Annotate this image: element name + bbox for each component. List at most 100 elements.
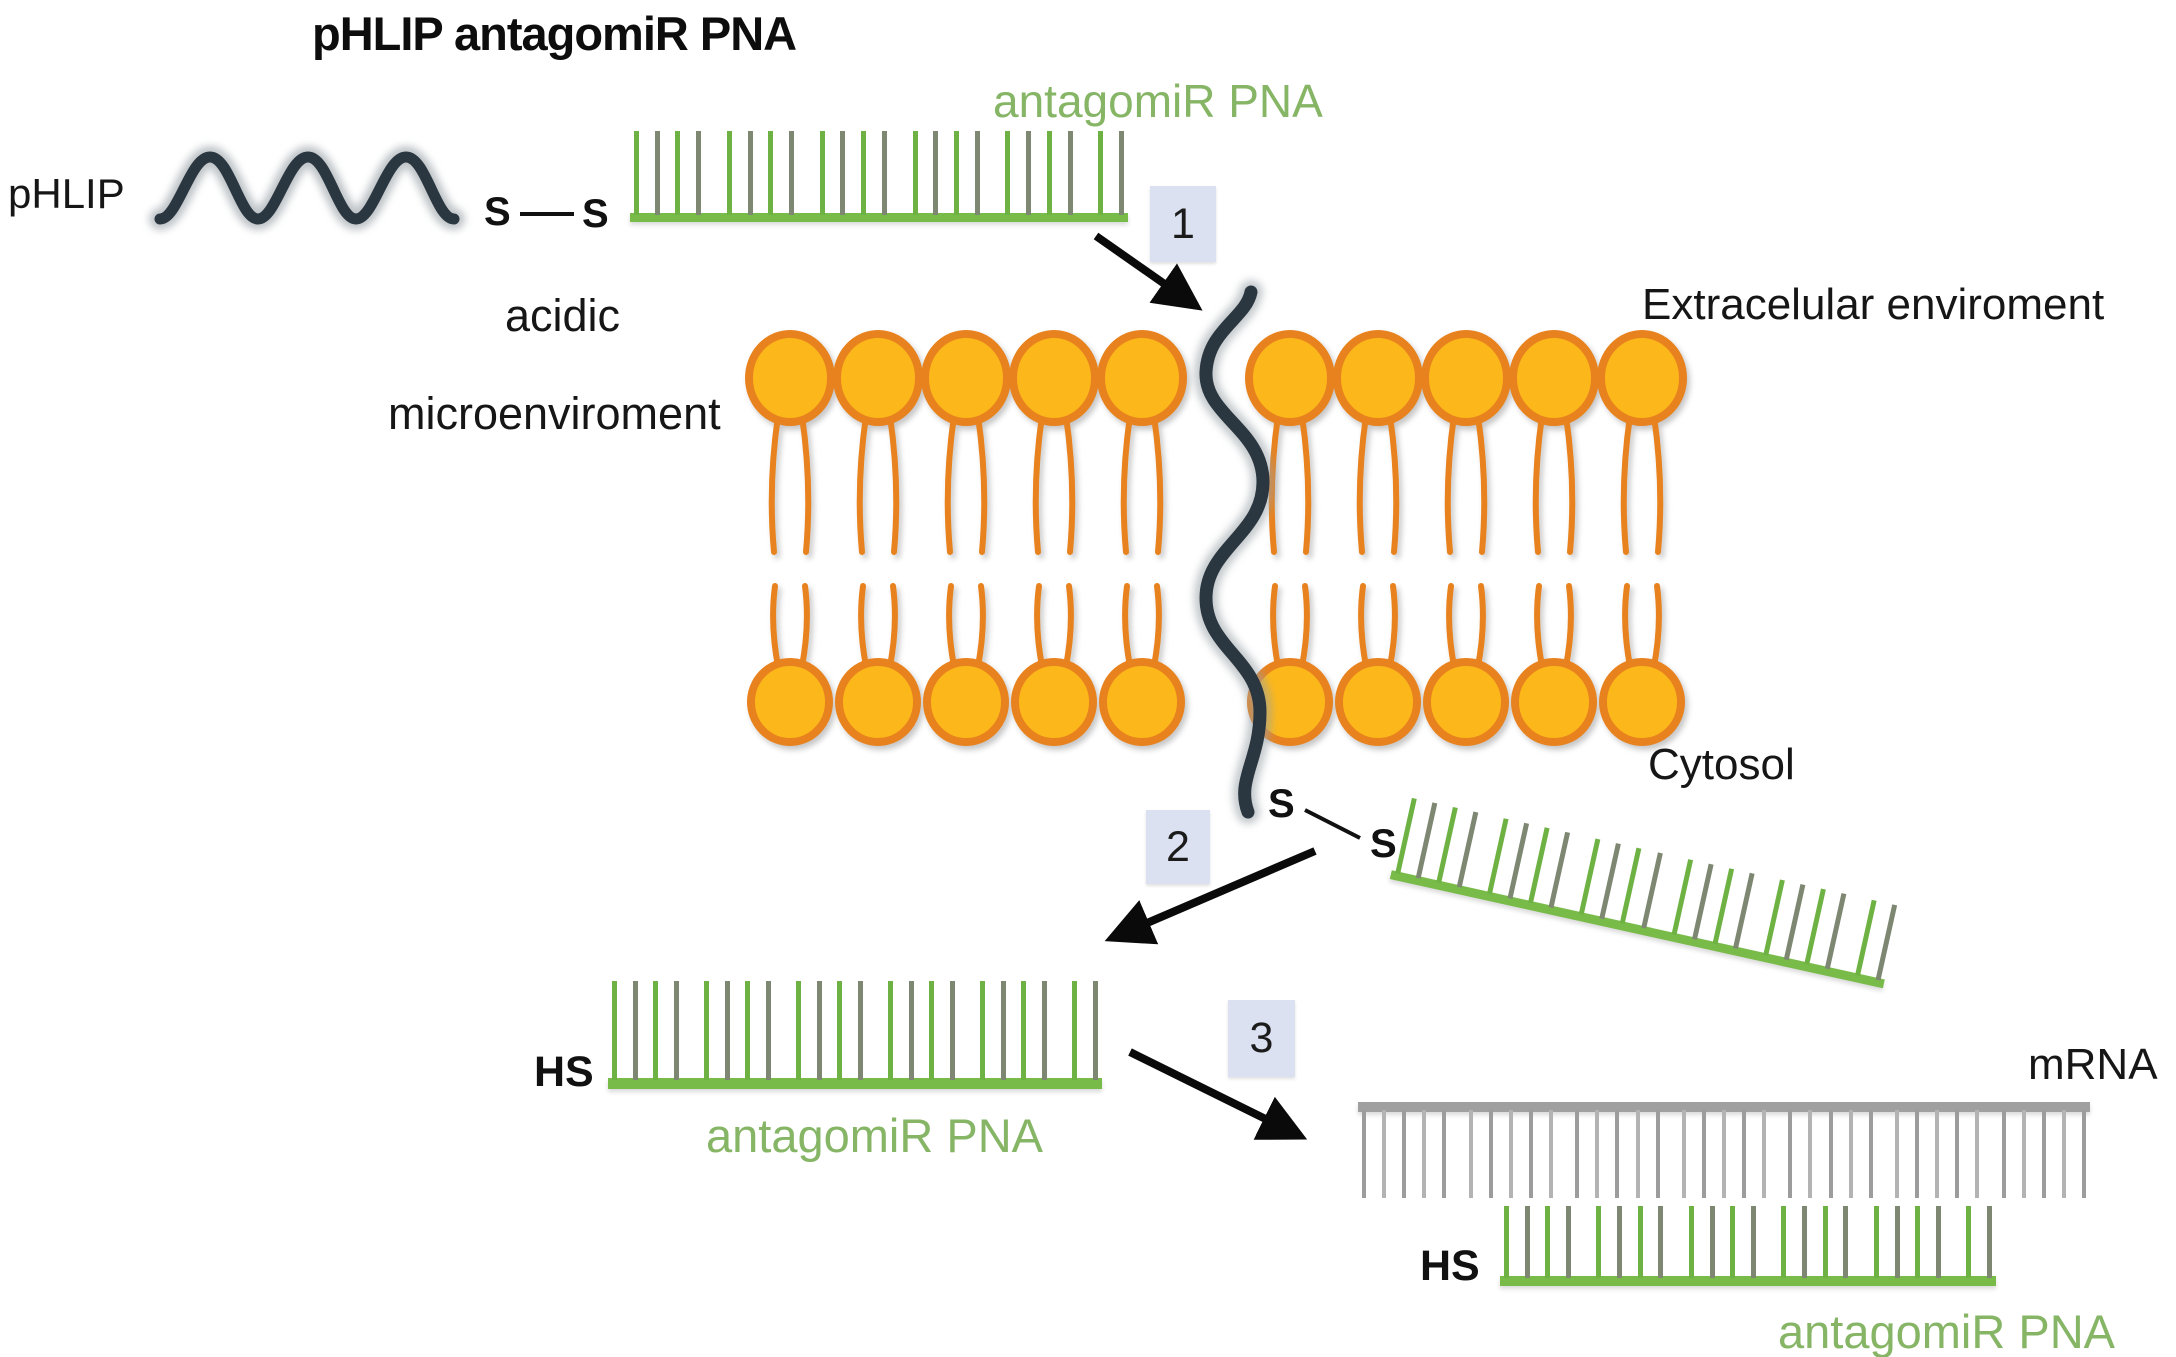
- antagomir-pna-strand-top-base-tooth: [912, 131, 918, 215]
- lipid-head: [835, 658, 921, 746]
- antagomir-pna-strand-top-base-tooth: [789, 131, 794, 215]
- lipid-tail: [1563, 413, 1576, 555]
- mrna-strand-base-tooth: [1528, 1110, 1533, 1198]
- antagomir-pna-strand-top-base-tooth: [726, 131, 732, 215]
- antagomir-pna-strand-cytosol-base-tooth: [1783, 883, 1806, 961]
- mrna-strand-base-tooth: [1468, 1110, 1473, 1198]
- mrna-strand-base-tooth: [2082, 1110, 2086, 1198]
- antagomir-pna-strand-mid-base-tooth: [745, 981, 751, 1080]
- mrna-strand-base-tooth: [2061, 1110, 2066, 1198]
- antagomir-pna-strand-bottom-base-tooth: [1915, 1206, 1921, 1278]
- disulfide-bond-line: [1304, 808, 1361, 840]
- lipid-head: [1421, 330, 1511, 426]
- lipid-tail: [1620, 413, 1633, 555]
- antagomir-pna-strand-mid-base-tooth: [673, 981, 679, 1080]
- step-2-badge: 2: [1146, 810, 1210, 884]
- lipid-head: [1009, 330, 1099, 426]
- antagomir-pna-strand-mid-base-tooth: [704, 981, 710, 1080]
- lipid-tail: [887, 413, 900, 555]
- lipid-tail: [1532, 413, 1545, 555]
- antagomir-pna-strand-mid-base-tooth: [1072, 981, 1078, 1080]
- antagomir-pna-strand-bottom-base-tooth: [1709, 1206, 1715, 1278]
- lipid-tail: [1446, 583, 1457, 669]
- mrna-strand-base-tooth: [1575, 1110, 1580, 1198]
- antagomir-pna-strand-mid-base-tooth: [724, 981, 730, 1080]
- antagomir-pna-strand-top-base-tooth: [1046, 131, 1052, 215]
- antagomir-pna-strand-top-base-tooth: [1098, 131, 1104, 215]
- step-1-badge: 1: [1150, 186, 1216, 262]
- antagomir-pna-strand-top-base-tooth: [634, 131, 639, 215]
- lipid-head: [745, 330, 835, 426]
- antagomir-pna-strand-mid-base-tooth: [796, 981, 802, 1080]
- mrna-strand-base-tooth: [1722, 1110, 1726, 1198]
- antagomir-pna-strand-mid-base-tooth: [765, 981, 771, 1080]
- antagomir-pna-strand-bottom-base-tooth: [1843, 1206, 1849, 1278]
- lipid-tail: [1034, 583, 1045, 669]
- antagomir-pna-strand-cytosol-base-tooth: [1712, 868, 1734, 945]
- antagomir-pna-strand-mid-base-tooth: [908, 981, 914, 1080]
- lipid-tail: [1063, 413, 1076, 555]
- antagomir-pna-strand-cytosol-base-tooth: [1671, 859, 1693, 936]
- step-3-number: 3: [1249, 1014, 1274, 1062]
- lipid-bilayer: [745, 330, 1687, 746]
- mrna-strand-base-tooth: [1848, 1110, 1853, 1198]
- lipid-tail: [1358, 583, 1369, 669]
- antagomir-pna-strand-top-base-tooth: [861, 131, 867, 215]
- lipid-tail: [975, 413, 988, 555]
- mrna-strand-base-tooth: [1402, 1110, 1407, 1198]
- mrna-strand-base-tooth: [2021, 1110, 2026, 1198]
- antagomir-pna-strand-bottom-base-tooth: [1935, 1206, 1941, 1278]
- lipid-tail: [887, 583, 898, 669]
- disulfide-s-right: S: [582, 192, 609, 236]
- antagomir-pna-strand-mid-base-tooth: [857, 981, 863, 1080]
- phlip-label: pHLIP: [8, 170, 125, 217]
- lipid-tail: [944, 413, 957, 555]
- antagomir-pna-strand-bottom: [1500, 1206, 1996, 1286]
- antagomir-pna-strand-top: [630, 131, 1128, 222]
- lipid-tail: [1651, 413, 1664, 555]
- lipid-head: [1597, 330, 1687, 426]
- mrna-strand-base-tooth: [1762, 1110, 1767, 1198]
- arrow-step-3: [1128, 1048, 1308, 1140]
- lipid-head: [747, 658, 833, 746]
- antagomir-pna-strand-top-base-tooth: [881, 131, 887, 215]
- antagomir-pna-strand-mid-base-tooth: [888, 981, 894, 1080]
- lipid-tail: [1651, 583, 1662, 669]
- antagomir-pna-strand-top-base-tooth: [974, 131, 980, 215]
- antagomir-pna-strand-cytosol-base-tooth: [1763, 879, 1785, 956]
- lipid-tail: [768, 413, 781, 555]
- antagomir-pna-strand-bottom-base-tooth: [1750, 1206, 1756, 1278]
- lipid-tail: [858, 583, 869, 669]
- antagomir-pna-label-top: antagomiR PNA: [993, 75, 1323, 127]
- lipid-tail: [1475, 413, 1488, 555]
- lipid-head: [1599, 658, 1685, 746]
- antagomir-pna-strand-cytosol-base-tooth: [1691, 863, 1714, 940]
- antagomir-pna-strand-cytosol-base-tooth: [1436, 806, 1458, 884]
- antagomir-pna-strand-top-base-tooth: [1067, 131, 1073, 215]
- antagomir-pna-strand-mid-base-tooth: [1000, 981, 1006, 1080]
- extracellular-environment-label: Extracelular enviroment: [1642, 280, 2105, 329]
- thiol-hs-label-mid: HS: [534, 1048, 594, 1096]
- antagomir-pna-strand-bottom-base-tooth: [1730, 1206, 1736, 1278]
- mrna-strand-base-tooth: [1422, 1110, 1427, 1198]
- mrna-strand-base-tooth: [1975, 1110, 1980, 1198]
- mrna-strand-base-tooth: [1382, 1110, 1387, 1198]
- antagomir-pna-strand-bottom-base-tooth: [1565, 1206, 1571, 1278]
- arrow-step-2: [1104, 847, 1317, 945]
- antagomir-pna-strand-bottom-base-tooth: [1596, 1206, 1602, 1278]
- lipid-tail: [799, 413, 812, 555]
- lipid-tail: [1299, 413, 1312, 555]
- mrna-strand-base-tooth: [1828, 1110, 1833, 1198]
- lipid-tail: [946, 583, 957, 669]
- lipid-tail: [1444, 413, 1457, 555]
- antagomir-pna-strand-top-base-tooth: [933, 131, 939, 215]
- disulfide-bond-line-top: [520, 212, 574, 216]
- thiol-hs-label-bottom: HS: [1420, 1242, 1480, 1290]
- cytosol-s-right: S: [1370, 822, 1397, 866]
- antagomir-pna-strand-bottom-base-tooth: [1894, 1206, 1900, 1278]
- step-1-number: 1: [1171, 199, 1195, 248]
- lipid-tail: [1063, 583, 1074, 669]
- antagomir-pna-strand-bottom-base-tooth: [1658, 1206, 1664, 1278]
- antagomir-pna-strand-bottom-backbone: [1500, 1276, 1996, 1286]
- antagomir-pna-strand-mid-base-tooth: [632, 981, 638, 1080]
